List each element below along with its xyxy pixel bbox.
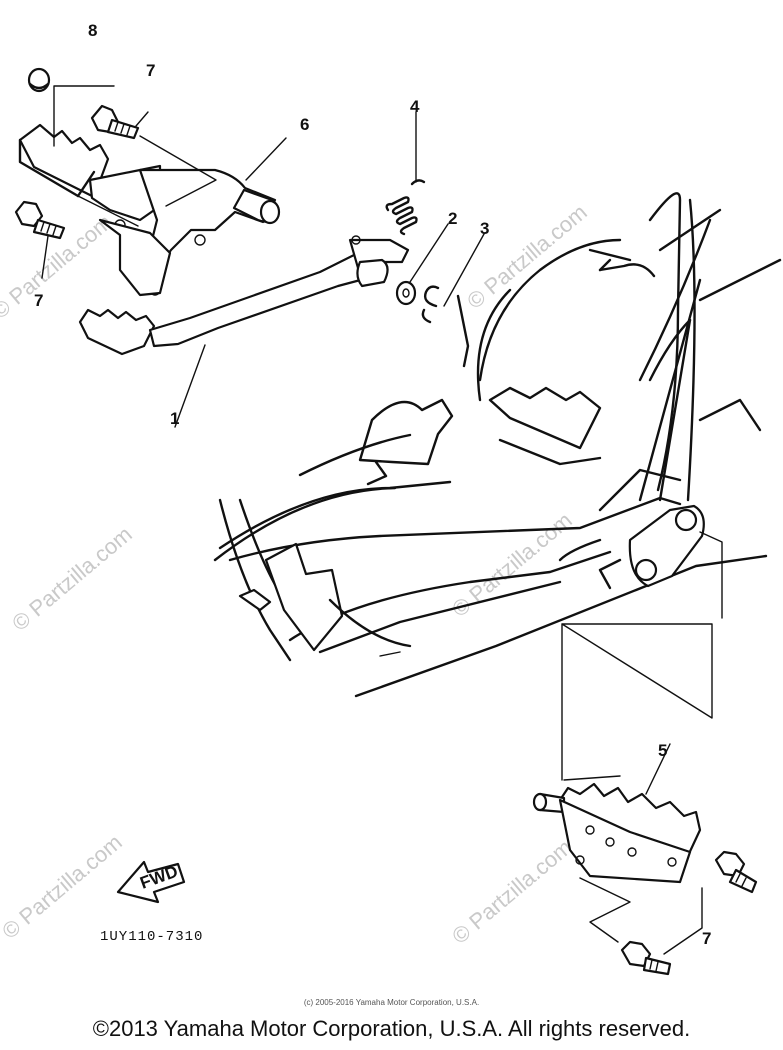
part-6-footrest-bracket [18,123,281,297]
watermark-bottom-center: © Partzilla.com [447,834,577,948]
fwd-arrow-icon: FWD [116,860,186,904]
watermark-upper-right: © Partzilla.com [462,199,592,313]
callout-5: 5 [658,741,667,760]
callout-7-lower: 7 [702,929,711,948]
watermark-left: © Partzilla.com [7,521,137,635]
small-copyright: (c) 2005-2016 Yamaha Motor Corporation, … [303,998,480,1007]
callout-8: 8 [88,21,97,40]
callout-1: 1 [170,409,179,428]
callouts: 8 7 6 4 2 3 7 1 5 7 [34,21,711,948]
part-1-brake-pedal [78,235,410,428]
part-2-washer [395,223,449,306]
part-5-footrest [532,743,702,884]
part-7-bolt-upper [90,104,140,140]
part-4-spring [385,111,426,236]
frame [213,192,782,698]
copyright-footer: ©2013 Yamaha Motor Corporation, U.S.A. A… [92,1016,691,1041]
callout-7-left: 7 [34,291,43,310]
watermark-bottom-left: © Partzilla.com [0,829,127,943]
diagram-code: 1UY110-7310 [100,929,203,945]
part-8-cap [27,67,51,93]
part-7-bolt-lower-center [620,940,672,976]
leader-lines [41,85,723,955]
callout-3: 3 [480,219,489,238]
part-3-clip [421,233,485,324]
part-7-bolt-lower-right [714,850,758,894]
callout-7-upper: 7 [146,61,155,80]
callout-2: 2 [448,209,457,228]
part-7-bolt-left [14,200,66,240]
callout-4: 4 [410,97,420,116]
callout-6: 6 [300,115,309,134]
